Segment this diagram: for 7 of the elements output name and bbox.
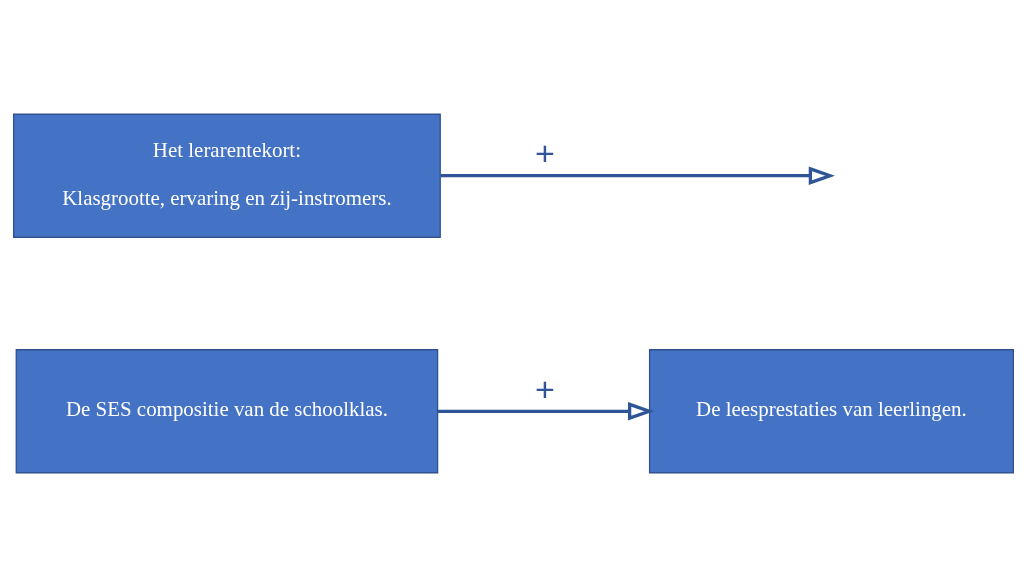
- arrow: [437, 401, 655, 420]
- edge-label: +: [534, 133, 555, 172]
- node-box: De SES compositie van de schoolklas.: [15, 348, 439, 473]
- edge-label: +: [534, 369, 555, 408]
- node-box: Het lerarentekort: Klasgrootte, ervaring en zij-instromers.: [13, 113, 441, 238]
- arrow: [440, 166, 835, 185]
- node-box: De leesprestaties van leerlingen.: [648, 348, 1014, 473]
